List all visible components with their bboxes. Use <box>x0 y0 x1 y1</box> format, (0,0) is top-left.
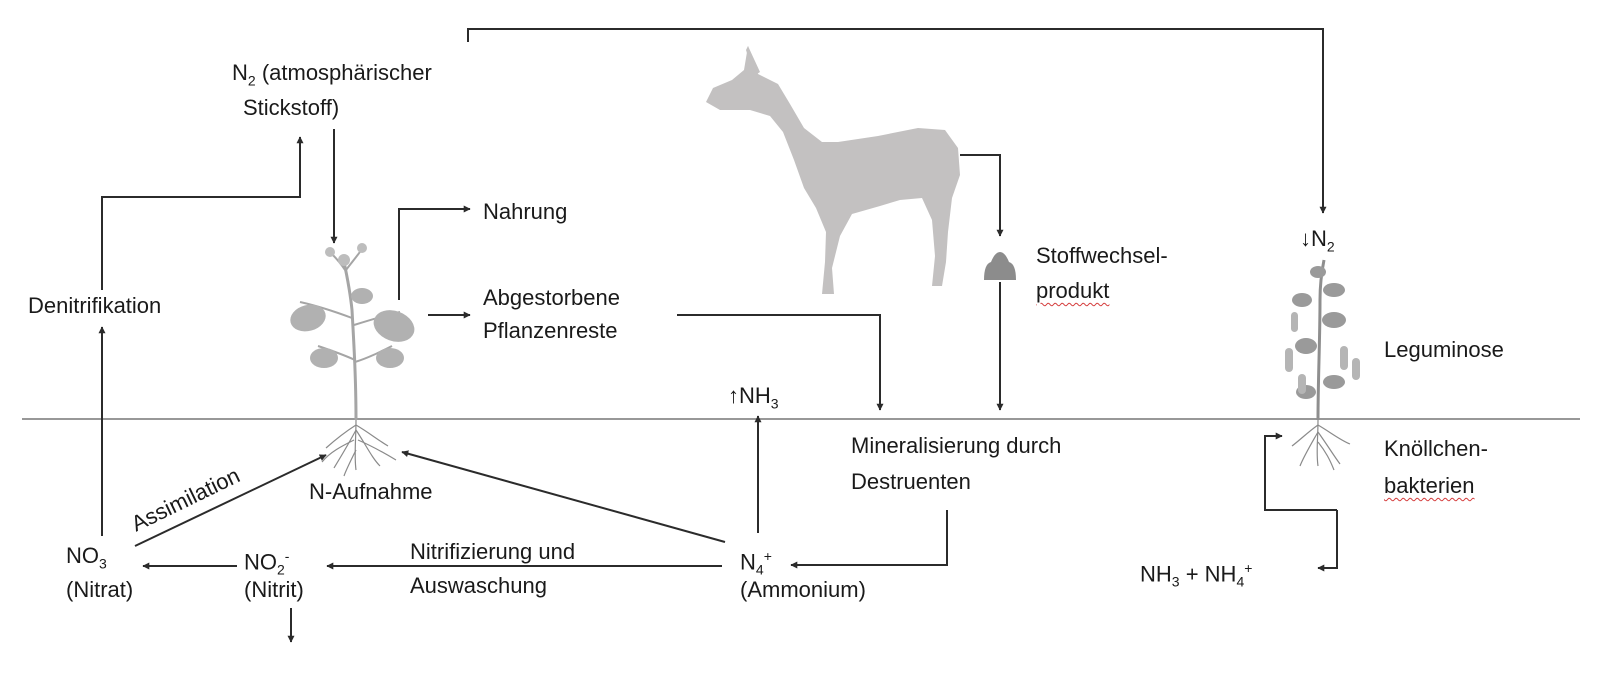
arrow-pflanzenreste-to-mineralisierung <box>677 314 884 411</box>
label-auswaschung: Auswaschung <box>410 573 547 598</box>
label-nh3-nh4: NH3 + NH4+ <box>1140 560 1253 590</box>
label-n2-atmospheric: N2 (atmosphärischer <box>232 60 432 89</box>
arrow-denitrifikation-to-n2 <box>101 136 304 290</box>
arrow-bacteria-to-legume-root <box>1264 432 1337 511</box>
label-abgestorbene: Abgestorbene <box>483 285 620 310</box>
label-nahrung: Nahrung <box>483 199 568 224</box>
label-stickstoff: Stickstoff) <box>243 95 340 120</box>
label-stoffwechsel: Stoffwechsel- <box>1036 243 1168 268</box>
arrow-n2-to-legume <box>467 28 1327 214</box>
label-nitrifizierung: Nitrifizierung und <box>410 539 576 564</box>
label-n-aufnahme: N-Aufnahme <box>309 479 433 504</box>
dung-icon <box>984 252 1016 280</box>
arrow-deer-to-dung <box>960 154 1004 237</box>
arrow-bacteria-to-nh3-nh4 <box>1317 510 1338 572</box>
legume-roots-icon <box>1291 419 1351 471</box>
deer-silhouette <box>706 46 960 294</box>
label-n2-down: ↓N2 <box>1300 226 1335 255</box>
legume-plant-icon <box>1285 259 1360 421</box>
arrow-assimilation <box>134 454 327 547</box>
label-knoellchen: Knöllchen- <box>1384 436 1488 461</box>
label-denitrifikation: Denitrifikation <box>28 293 162 318</box>
arrow-ammonium-to-n-aufnahme <box>401 450 726 543</box>
label-mineralisierung: Mineralisierung durch <box>851 433 1062 458</box>
label-n4-plus: N4+ <box>740 548 772 578</box>
label-nh3-up: ↑NH3 <box>728 383 779 412</box>
label-bakterien: bakterien <box>1384 473 1475 498</box>
label-leguminose: Leguminose <box>1384 337 1504 362</box>
label-produkt: produkt <box>1036 278 1110 303</box>
roots-icon <box>321 419 397 477</box>
arrow-plant-to-nahrung <box>398 205 471 300</box>
plant-icon <box>290 243 415 421</box>
label-no3: NO3 <box>66 543 107 572</box>
label-pflanzenreste: Pflanzenreste <box>483 318 618 343</box>
label-nitrat: (Nitrat) <box>66 577 134 602</box>
label-ammonium: (Ammonium) <box>740 577 866 602</box>
label-no2: NO2- <box>244 548 290 578</box>
label-destruenten: Destruenten <box>851 469 971 494</box>
arrow-mineralisierung-to-ammonium <box>790 510 948 569</box>
label-nitrit: (Nitrit) <box>244 577 304 602</box>
